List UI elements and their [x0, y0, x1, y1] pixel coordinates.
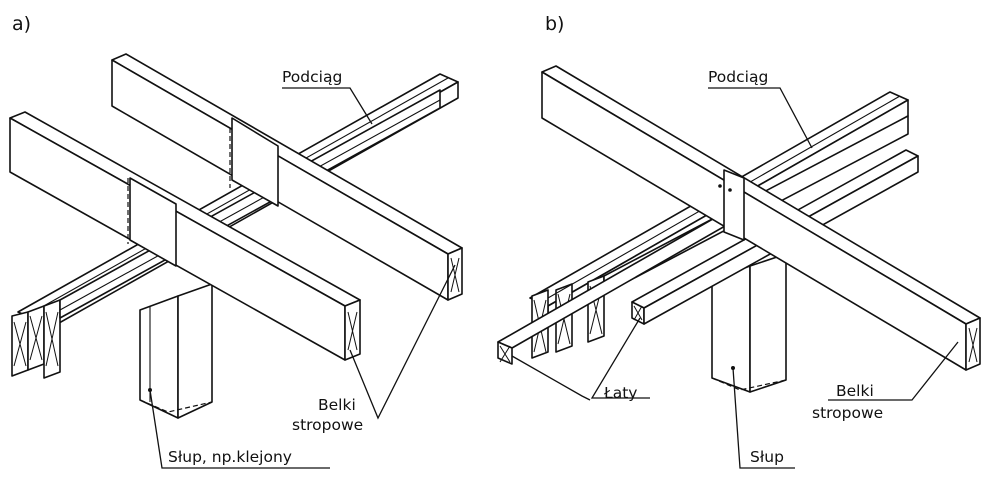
panel-b-label: b) — [545, 13, 564, 35]
leader-girder-b — [708, 87, 813, 149]
column-label-b: Słup — [750, 448, 784, 466]
floor-beam-b — [541, 65, 981, 371]
column-label-a: Słup, np.klejony — [168, 448, 292, 466]
panel-b: b) — [497, 13, 981, 469]
floor-beam-a-front — [9, 111, 361, 361]
beams-label-b-line2: stropowe — [812, 404, 883, 422]
leader-battens-b — [511, 317, 650, 401]
column-a — [139, 283, 213, 419]
floor-beam-a-rear — [111, 53, 463, 301]
leader-column-b — [732, 367, 795, 469]
beams-label-a-line2: stropowe — [292, 416, 363, 434]
girder-label-a: Podciąg — [282, 68, 342, 86]
beams-label-a-line1: Belki — [318, 396, 356, 414]
leader-beams-b — [828, 341, 959, 401]
panel-a-label: a) — [12, 13, 31, 35]
column-b — [711, 253, 787, 393]
leader-beams-a — [349, 264, 456, 420]
girder-a — [11, 73, 459, 379]
beams-label-b-line1: Belki — [836, 382, 874, 400]
panel-a: a) — [9, 13, 463, 469]
girder-label-b: Podciąg — [708, 68, 768, 86]
leader-column-a — [149, 389, 330, 469]
leader-girder-a — [282, 87, 373, 125]
battens-label-b: Łaty — [603, 384, 637, 402]
